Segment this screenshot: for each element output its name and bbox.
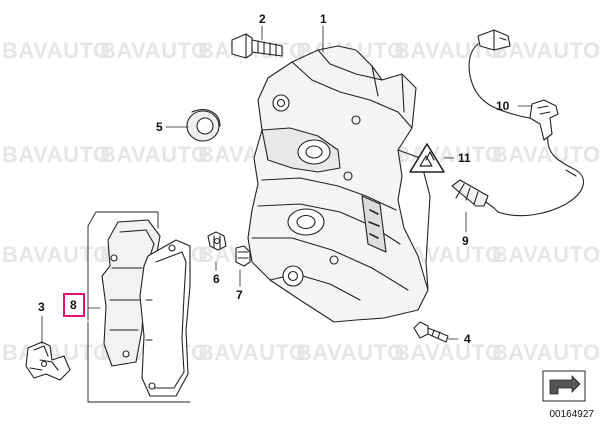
- watermark: BAVAUTO: [394, 142, 503, 167]
- brake-caliper-part[interactable]: [247, 45, 431, 323]
- callout-10[interactable]: 10: [496, 99, 510, 113]
- watermark: BAVAUTO: [492, 340, 600, 365]
- bleed-valve-part[interactable]: [207, 231, 227, 251]
- watermark: BAVAUTO: [296, 340, 405, 365]
- brake-pad-set-part[interactable]: [87, 211, 191, 403]
- watermark: BAVAUTO: [492, 242, 600, 267]
- callout-1[interactable]: 1: [320, 12, 327, 26]
- watermark: BAVAUTO: [198, 340, 307, 365]
- sensor-clip-part[interactable]: [529, 99, 559, 141]
- view-direction-arrow-icon: [542, 370, 586, 402]
- leader-lines: [41, 25, 533, 345]
- watermark: BAVAUTO: [2, 242, 111, 267]
- diagram-id: 00164927: [549, 409, 595, 420]
- bolt-part[interactable]: [231, 33, 283, 59]
- callout-5[interactable]: 5: [156, 120, 163, 134]
- watermark: BAVAUTO: [492, 38, 600, 63]
- watermark: BAVAUTO: [2, 38, 111, 63]
- callout-11[interactable]: 11: [458, 151, 471, 165]
- callout-2[interactable]: 2: [259, 12, 266, 26]
- spring-clip-part[interactable]: [25, 341, 71, 381]
- callout-8[interactable]: 8: [70, 298, 77, 312]
- watermark: BAVAUTO: [2, 142, 111, 167]
- watermark: BAVAUTO: [394, 340, 503, 365]
- watermark: BAVAUTO: [492, 142, 600, 167]
- watermark: BAVAUTO: [100, 142, 209, 167]
- callout-9[interactable]: 9: [462, 234, 469, 248]
- wear-sensor-part[interactable]: [451, 29, 584, 217]
- dust-cap-part[interactable]: [235, 245, 251, 267]
- ring-part[interactable]: [186, 109, 221, 142]
- watermark: BAVAUTO: [100, 38, 209, 63]
- callout-3[interactable]: 3: [38, 300, 45, 314]
- callout-6[interactable]: 6: [213, 272, 220, 286]
- callout-4[interactable]: 4: [464, 332, 471, 346]
- callout-7[interactable]: 7: [236, 288, 243, 302]
- bolt-part[interactable]: [413, 321, 449, 343]
- highlight-box: [63, 293, 85, 317]
- warning-triangle-icon: [409, 143, 445, 173]
